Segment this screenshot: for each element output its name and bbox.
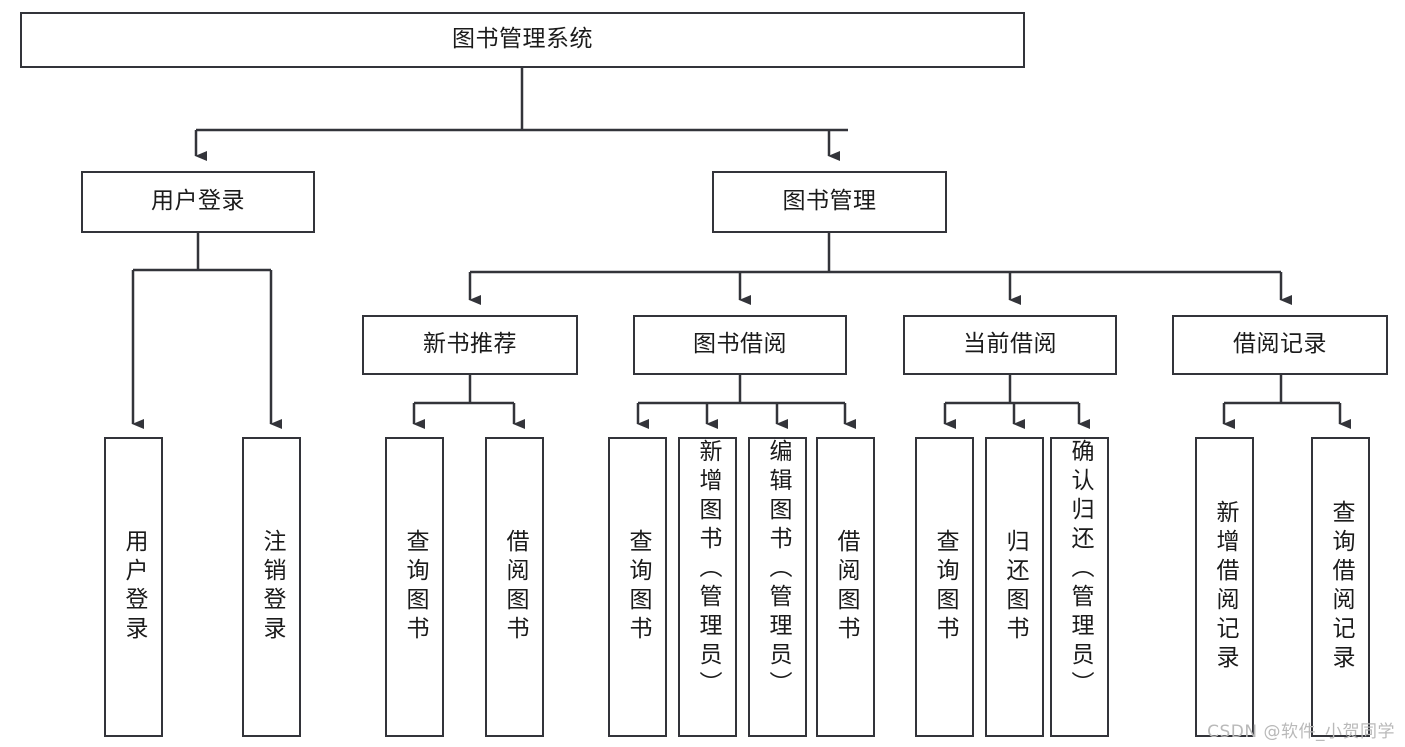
leaf-borrow-query-book[interactable]: 查询图书 bbox=[608, 437, 667, 737]
node-label: 图书管理 bbox=[782, 188, 877, 215]
leaf-current-query-book[interactable]: 查询图书 bbox=[915, 437, 974, 737]
node-label: 用户登录 bbox=[151, 188, 245, 215]
leaf-record-add-record[interactable]: 新增借阅记录 bbox=[1195, 437, 1254, 737]
node-label: 查询图书 bbox=[932, 529, 958, 645]
leaf-current-return-book[interactable]: 归还图书 bbox=[985, 437, 1044, 737]
node-label: 图书管理系统 bbox=[452, 26, 593, 53]
node-label: 借阅图书 bbox=[502, 529, 528, 645]
node-label: 借阅图书 bbox=[833, 529, 859, 645]
watermark-text: CSDN @软件_小贺同学 bbox=[1207, 722, 1395, 742]
node-current-borrow[interactable]: 当前借阅 bbox=[903, 315, 1117, 375]
node-root-system[interactable]: 图书管理系统 bbox=[20, 12, 1025, 68]
node-label: 用户登录 bbox=[121, 529, 147, 645]
node-label: 编辑图书（管理员） bbox=[765, 439, 791, 700]
node-label: 查询图书 bbox=[402, 529, 428, 645]
node-label: 当前借阅 bbox=[963, 331, 1057, 358]
node-new-book-recommend[interactable]: 新书推荐 bbox=[362, 315, 578, 375]
leaf-borrow-add-book-admin[interactable]: 新增图书（管理员） bbox=[678, 437, 737, 737]
leaf-borrow-edit-book-admin[interactable]: 编辑图书（管理员） bbox=[748, 437, 807, 737]
node-label: 查询图书 bbox=[625, 529, 651, 645]
node-label: 图书借阅 bbox=[693, 331, 787, 358]
node-book-management[interactable]: 图书管理 bbox=[712, 171, 947, 233]
node-borrow-record[interactable]: 借阅记录 bbox=[1172, 315, 1388, 375]
node-label: 归还图书 bbox=[1002, 529, 1028, 645]
leaf-user-login-signin[interactable]: 用户登录 bbox=[104, 437, 163, 737]
node-user-login[interactable]: 用户登录 bbox=[81, 171, 315, 233]
node-label: 新增借阅记录 bbox=[1212, 500, 1238, 674]
node-book-borrow[interactable]: 图书借阅 bbox=[633, 315, 847, 375]
node-label: 新书推荐 bbox=[423, 331, 517, 358]
leaf-current-confirm-return-admin[interactable]: 确认归还（管理员） bbox=[1050, 437, 1109, 737]
node-label: 新增图书（管理员） bbox=[695, 439, 721, 700]
leaf-borrow-borrow-book[interactable]: 借阅图书 bbox=[816, 437, 875, 737]
leaf-new-book-query[interactable]: 查询图书 bbox=[385, 437, 444, 737]
node-label: 查询借阅记录 bbox=[1328, 500, 1354, 674]
node-label: 确认归还（管理员） bbox=[1067, 439, 1093, 700]
node-label: 注销登录 bbox=[259, 529, 285, 645]
leaf-record-query-record[interactable]: 查询借阅记录 bbox=[1311, 437, 1370, 737]
leaf-user-login-signout[interactable]: 注销登录 bbox=[242, 437, 301, 737]
node-label: 借阅记录 bbox=[1233, 331, 1327, 358]
leaf-new-book-borrow[interactable]: 借阅图书 bbox=[485, 437, 544, 737]
